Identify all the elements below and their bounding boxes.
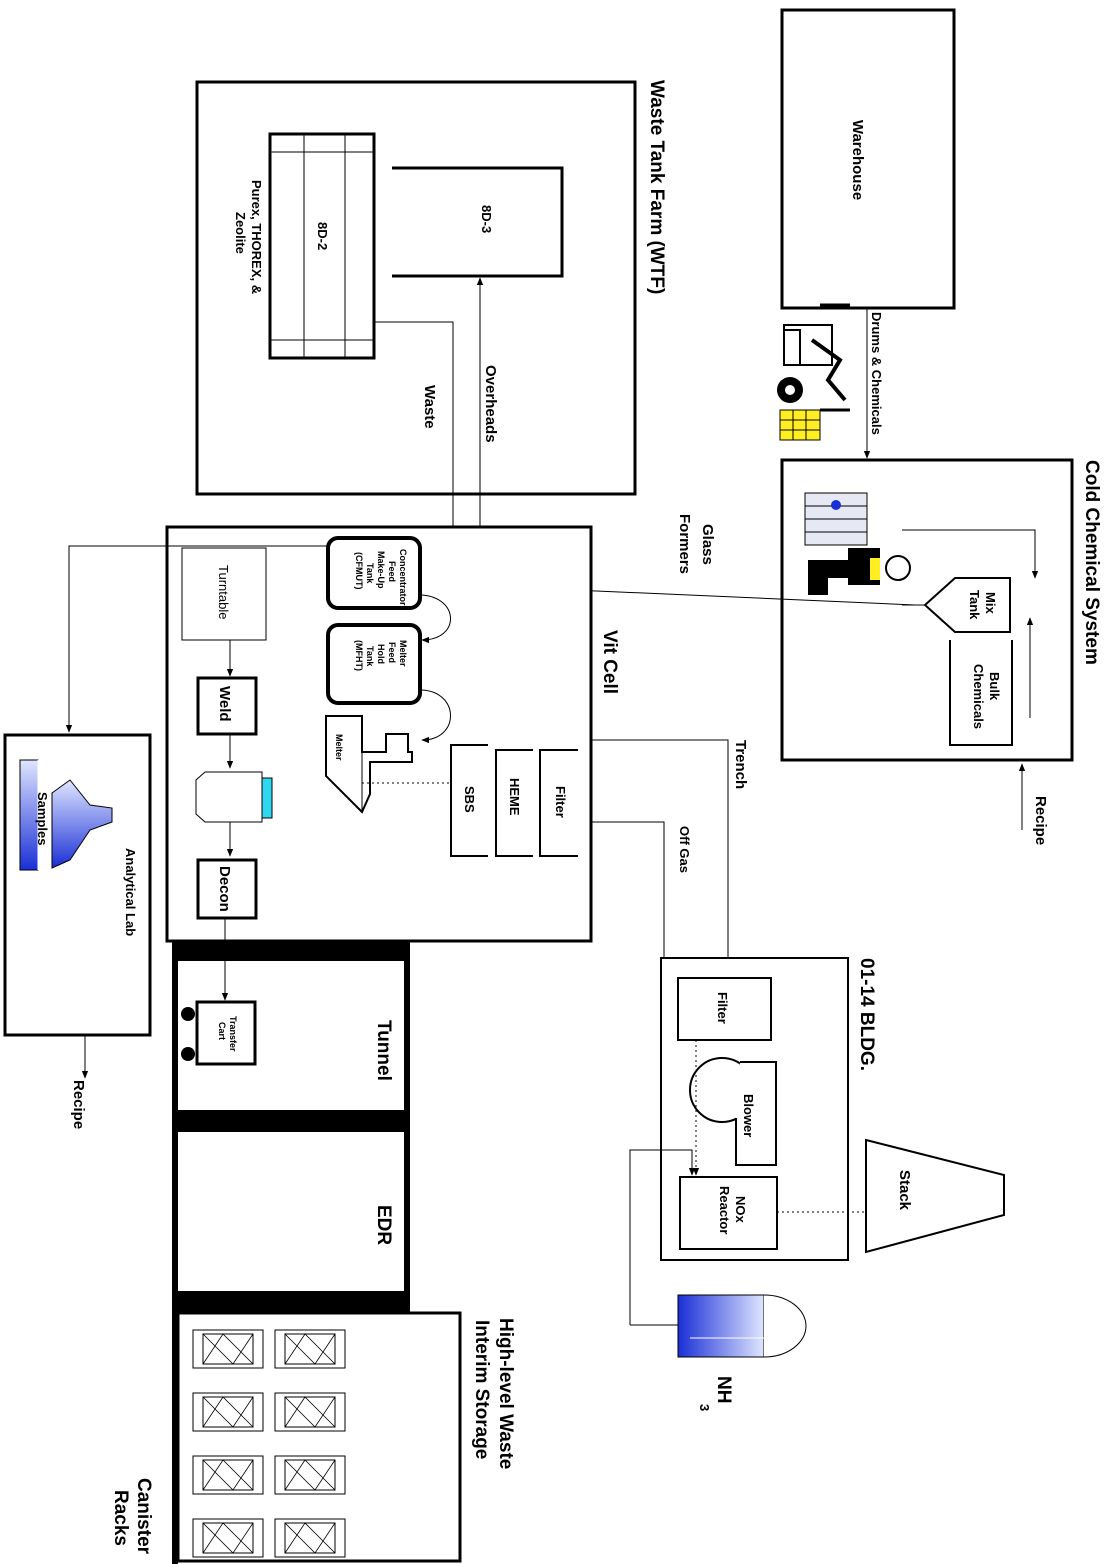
mix-tank-label-1: Mix bbox=[983, 592, 998, 614]
blower-label: Blower bbox=[741, 1094, 756, 1137]
vit-filter bbox=[539, 749, 578, 857]
warehouse-box bbox=[780, 8, 956, 310]
analytical-lab-box bbox=[3, 733, 152, 1037]
stack-label: Stack bbox=[896, 1170, 913, 1211]
bulk-chemicals-label-2: Chemicals bbox=[971, 664, 986, 729]
wtf-label: Waste Tank Farm (WTF) bbox=[646, 80, 667, 294]
bulk-chemicals-label-1: Bulk bbox=[987, 672, 1002, 701]
sbs-label: SBS bbox=[462, 786, 477, 813]
sample-flask-icon bbox=[51, 779, 113, 869]
purex-label-1: Purex, THOREX, & bbox=[249, 180, 264, 294]
trench-label: Trench bbox=[732, 740, 749, 789]
canister-rack-cell bbox=[192, 1455, 264, 1495]
canister-rack-cell bbox=[192, 1518, 264, 1558]
tank-8d2 bbox=[268, 132, 376, 360]
hlw-storage-label-1: High-level Waste bbox=[495, 1318, 516, 1469]
weld-label: Weld bbox=[216, 686, 233, 722]
nox-label-2: Reactor bbox=[717, 1186, 732, 1234]
turntable-box bbox=[181, 547, 267, 641]
tunnel-label: Tunnel bbox=[373, 1020, 394, 1081]
heme bbox=[495, 749, 533, 857]
glass-formers-label-2: Formers bbox=[676, 514, 693, 574]
canister-rack-cell bbox=[274, 1455, 346, 1495]
mix-tank bbox=[923, 577, 1011, 633]
samples-label: Samples bbox=[35, 792, 50, 845]
glass-formers-label-1: Glass bbox=[699, 524, 716, 565]
transfer-cart-label-1: Transfer bbox=[228, 1016, 238, 1052]
analytical-lab-label: Analytical Lab bbox=[123, 848, 138, 936]
mfht-label-5: (MFHT) bbox=[354, 640, 364, 671]
nh3-label: NH bbox=[713, 1376, 734, 1403]
tunnel-wall-top bbox=[172, 941, 410, 961]
weld-box bbox=[196, 676, 258, 736]
edr-storage-divider bbox=[172, 1291, 410, 1313]
mix-tank-label-2: Tank bbox=[967, 590, 982, 620]
mfht-label-1: Melter bbox=[398, 640, 408, 667]
cfmut-label-5: (CFMUT) bbox=[354, 552, 364, 590]
canister-racks bbox=[192, 1329, 346, 1558]
mfht-label-4: Tank bbox=[365, 646, 375, 667]
heme-label: HEME bbox=[507, 778, 522, 816]
mfht-tank bbox=[326, 623, 422, 705]
recipe-bottom-label: Recipe bbox=[70, 1080, 87, 1129]
sample-line bbox=[65, 545, 328, 733]
mfht-label-2: Feed bbox=[387, 642, 397, 663]
canister-icon bbox=[195, 771, 263, 823]
operator-icon bbox=[804, 492, 911, 595]
blower-icon bbox=[689, 1057, 777, 1166]
turntable-label: Turntable bbox=[216, 565, 231, 619]
corridor-wall-left bbox=[172, 961, 178, 1564]
cfmut-label-1: Concentrator bbox=[398, 549, 408, 606]
cfmut-label-3: Make-Up bbox=[376, 551, 386, 589]
offgas-line bbox=[591, 821, 665, 957]
sample-tube-icon bbox=[19, 759, 39, 871]
tank-8d3 bbox=[392, 166, 564, 278]
canister-racks-label-1: Canister bbox=[133, 1478, 154, 1555]
tank-8d2-label: 8D-2 bbox=[315, 222, 330, 250]
canister-rack-cell bbox=[274, 1518, 346, 1558]
canister-rack-cell bbox=[192, 1329, 264, 1369]
trench-line bbox=[591, 739, 729, 973]
forklift-icon bbox=[777, 303, 850, 441]
canister-rack-cell bbox=[192, 1392, 264, 1432]
bldg-filter-label: Filter bbox=[715, 992, 730, 1024]
hlw-storage-label-2: Interim Storage bbox=[471, 1320, 492, 1459]
overheads-label: Overheads bbox=[482, 365, 499, 443]
bldg-filter-box bbox=[677, 977, 772, 1041]
edr-label: EDR bbox=[373, 1205, 394, 1245]
canister-racks-label-2: Racks bbox=[110, 1490, 131, 1546]
decon-box bbox=[196, 858, 258, 920]
nox-label-1: NOx bbox=[733, 1196, 748, 1224]
transfer-cart-icon bbox=[181, 1000, 257, 1066]
waste-label: Waste bbox=[421, 385, 438, 429]
tank-8d3-label: 8D-3 bbox=[479, 205, 494, 233]
cfmut-tank bbox=[326, 536, 422, 610]
purex-label-2: Zeolite bbox=[233, 212, 248, 254]
recipe-top-label: Recipe bbox=[1032, 796, 1049, 845]
nh3-subscript: 3 bbox=[697, 1404, 712, 1411]
nox-reactor-box bbox=[679, 1176, 778, 1250]
melter-label: Melter bbox=[334, 734, 344, 761]
drums-chemicals-label: Drums & Chemicals bbox=[869, 312, 884, 435]
canister-rack-cell bbox=[274, 1329, 346, 1369]
decon-label: Decon bbox=[216, 866, 233, 912]
transfer-cart-label-2: Cart bbox=[217, 1022, 227, 1040]
warehouse-label: Warehouse bbox=[849, 120, 866, 200]
cold-chemical-system-label: Cold Chemical System bbox=[1081, 460, 1102, 665]
bldg-label: 01-14 BLDG. bbox=[856, 958, 877, 1071]
vit-filter-label: Filter bbox=[553, 786, 568, 818]
mfht-label-3: Hold bbox=[376, 644, 386, 664]
melter bbox=[325, 715, 413, 814]
stack bbox=[865, 1138, 1005, 1254]
offgas-label: Off Gas bbox=[677, 826, 692, 873]
cfmut-label-2: Feed bbox=[387, 561, 397, 582]
sbs bbox=[450, 744, 488, 857]
bulk-chemicals-box bbox=[949, 640, 1013, 746]
cfmut-label-4: Tank bbox=[365, 563, 375, 584]
nh3-tank-icon bbox=[677, 1294, 807, 1358]
tunnel-edr-divider bbox=[172, 1110, 410, 1132]
canister-rack-cell bbox=[274, 1392, 346, 1432]
vit-cell-label: Vit Cell bbox=[599, 630, 620, 694]
